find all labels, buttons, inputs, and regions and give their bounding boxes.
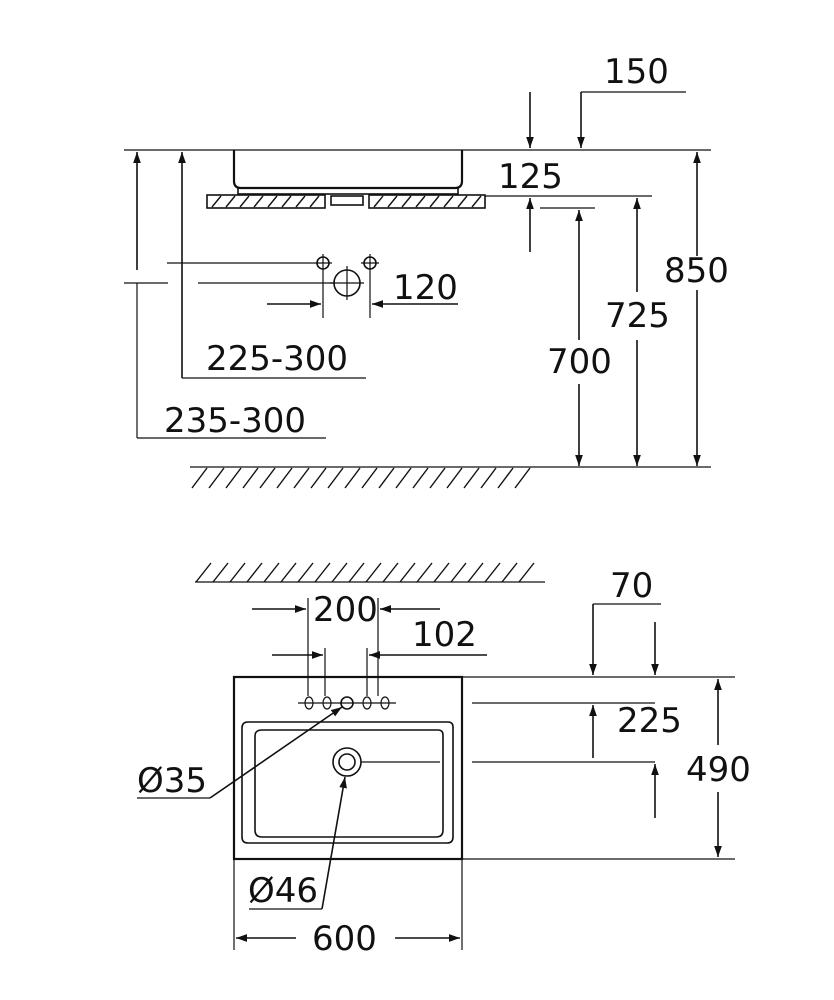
wall-hatch-stroke [501,562,518,583]
dim-200: 200 [252,590,440,696]
dim-700: 700 [547,210,612,466]
countertop-hatch-stroke [471,195,482,208]
countertop-hatch-stroke [225,195,236,208]
floor-hatch-stroke [276,467,293,489]
basin-plan-outline [232,675,464,861]
dim-dia-35-label: Ø35 [137,761,207,801]
wall-hatch-stroke [212,562,229,583]
dim-725-label: 725 [605,296,670,336]
tap-holes [298,696,655,710]
dim-70-label: 70 [610,566,653,606]
wall-line [195,562,545,583]
wall-hatch-stroke [297,562,314,583]
floor-hatch-stroke [344,467,361,489]
countertop-hatch-stroke [211,195,222,208]
countertop-hatch-stroke [281,195,292,208]
dim-225-300: 225-300 [178,152,366,379]
dim-490-label: 490 [686,750,751,790]
wall-hatch-stroke [467,562,484,583]
wall-hatch-stroke [280,562,297,583]
wall-connections [124,254,379,318]
wall-hatch-stroke [348,562,365,583]
dim-225: 225 [589,701,682,818]
wall-hatch-stroke [365,562,382,583]
countertop-hatch-stroke [267,195,278,208]
dim-850-label: 850 [664,251,729,291]
basin-side-profile [232,150,464,195]
floor-hatch-stroke [378,467,395,489]
dim-125-label: 125 [498,157,563,197]
countertop-section [206,194,486,209]
floor-hatch-stroke [514,467,531,489]
wall-hatch-stroke [246,562,263,583]
dim-225-label: 225 [617,701,682,741]
countertop-hatch-stroke [309,195,320,208]
wall-hatch-stroke [382,562,399,583]
dim-490: 490 [686,679,751,857]
wall-hatch-stroke [450,562,467,583]
drain [332,747,655,777]
wall-hatch-stroke [399,562,416,583]
wall-hatch-stroke [416,562,433,583]
countertop-hatch-stroke [443,195,454,208]
wall-hatch-stroke [331,562,348,583]
dim-125: 125 [498,157,563,252]
countertop-hatch-stroke [253,195,264,208]
floor-hatch-stroke [429,467,446,489]
dim-70: 70 [589,566,661,675]
floor-hatch-stroke [208,467,225,489]
countertop-hatch-stroke [415,195,426,208]
floor-hatch-stroke [242,467,259,489]
floor-hatch-stroke [259,467,276,489]
dim-600: 600 [233,859,463,959]
dim-700-label: 700 [547,342,612,382]
floor-hatch-stroke [463,467,480,489]
dim-dia-46: Ø46 [248,776,347,911]
dim-102: 102 [272,615,487,696]
floor-hatch-stroke [446,467,463,489]
wall-hatch-stroke [229,562,246,583]
floor-hatch-stroke [327,467,344,489]
dim-150: 150 [526,52,686,148]
dim-850: 850 [664,152,729,466]
floor-line [190,466,711,489]
dim-120-label: 120 [393,268,458,308]
floor-hatch-stroke [361,467,378,489]
dim-120: 120 [267,268,458,308]
dim-235-300: 235-300 [133,152,326,441]
dim-225-300-label: 225-300 [206,339,348,379]
countertop-hatch-stroke [429,195,440,208]
dim-200-label: 200 [313,590,378,630]
dim-dia-35: Ø35 [137,706,343,801]
dim-dia-46-label: Ø46 [248,871,318,911]
floor-hatch-stroke [225,467,242,489]
floor-hatch-stroke [395,467,412,489]
plan-view: 70 200 102 225 490 [137,562,751,959]
side-elevation-view: 150 125 850 725 700 [124,52,729,489]
wall-hatch-stroke [195,562,212,583]
wall-hatch-stroke [484,562,501,583]
dim-150-label: 150 [604,52,669,92]
dim-725: 725 [605,198,670,466]
countertop-hatch-stroke [387,195,398,208]
dim-102-label: 102 [412,615,477,655]
floor-hatch-stroke [293,467,310,489]
floor-hatch-stroke [310,467,327,489]
dim-235-300-label: 235-300 [164,401,306,441]
wall-hatch-stroke [518,562,535,583]
wall-hatch-stroke [263,562,280,583]
floor-hatch-stroke [191,467,208,489]
dim-600-label: 600 [312,919,377,959]
countertop-hatch-stroke [239,195,250,208]
wall-hatch-stroke [433,562,450,583]
countertop-hatch-stroke [457,195,468,208]
countertop-hatch-stroke [295,195,306,208]
floor-hatch-stroke [480,467,497,489]
floor-hatch-stroke [497,467,514,489]
floor-hatch-stroke [412,467,429,489]
wall-hatch-stroke [314,562,331,583]
countertop-hatch-stroke [373,195,384,208]
countertop-hatch-stroke [401,195,412,208]
